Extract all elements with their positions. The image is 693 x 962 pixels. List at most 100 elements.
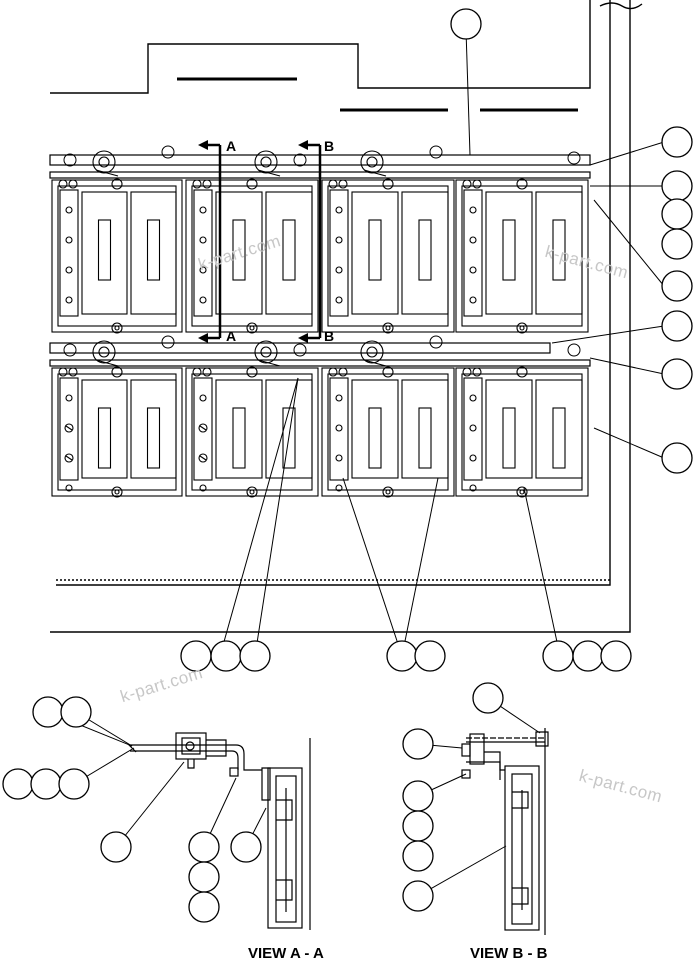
unit-outer [455, 367, 589, 497]
unit-outer [51, 179, 183, 333]
callout-bubble [230, 831, 262, 863]
callout-bubble [188, 891, 220, 923]
view-a-a-label: VIEW A - A [248, 945, 324, 962]
callout-bubble [600, 640, 632, 672]
hole-icon [335, 424, 343, 432]
hole-icon [199, 296, 207, 304]
callout-bubble [661, 170, 693, 202]
relay-unit [455, 178, 589, 334]
callout-bubble [58, 768, 90, 800]
bottom-screw-icon [111, 486, 123, 498]
section-a-label-bottom: A [226, 328, 237, 344]
top-screw-icon [382, 366, 394, 378]
bottom-screw-hub [249, 489, 255, 495]
terminal-icon [192, 367, 202, 377]
hole-icon [469, 484, 477, 492]
relay-window [97, 407, 112, 469]
leader-line [401, 477, 439, 657]
bracket [193, 189, 213, 317]
clamp-ring [254, 150, 278, 174]
leader-line [593, 427, 665, 459]
screw-slot [65, 455, 73, 461]
cable-clamp [254, 340, 281, 367]
clamp-ring [92, 150, 116, 174]
bottom-screw-icon [246, 486, 258, 498]
hole-icon [469, 394, 477, 402]
callout-bubble [188, 861, 220, 893]
section-b-label-bottom: B [324, 328, 335, 344]
bottom-screw-icon [382, 486, 394, 498]
relay-window [552, 219, 566, 281]
section-arrows [204, 143, 322, 340]
post-cap-icon [63, 153, 77, 167]
post-cap-icon [293, 343, 307, 357]
bracket [463, 189, 483, 317]
relay-unit [51, 178, 183, 334]
hole-icon [65, 236, 73, 244]
callout-bubble [472, 682, 504, 714]
hole-icon [199, 266, 207, 274]
clamp-core [98, 346, 110, 358]
cable-clamp [254, 150, 281, 177]
bottom-screw-hub [114, 325, 120, 331]
clamp-core [366, 346, 378, 358]
relay-body [130, 191, 177, 315]
hole-icon [469, 206, 477, 214]
hole-icon [199, 484, 207, 492]
clamp-ring [360, 150, 384, 174]
clamp-ring [92, 340, 116, 364]
terminal-icon [472, 179, 482, 189]
post-cap-icon [567, 343, 581, 357]
unit-outer [321, 179, 455, 333]
bottom-screw-hub [114, 489, 120, 495]
callout-bubble [661, 198, 693, 230]
relay-window [418, 407, 432, 469]
callout-bubble [402, 780, 434, 812]
unit-outer [185, 367, 319, 497]
terminal-icon [338, 179, 348, 189]
bottom-screw-icon [516, 486, 528, 498]
callout-bubble [60, 696, 92, 728]
top-screw-icon [111, 178, 123, 190]
unit-outer [321, 367, 455, 497]
callout-bubble [414, 640, 446, 672]
hole-icon [469, 454, 477, 462]
relay-body [485, 191, 533, 315]
hole-icon [469, 296, 477, 304]
terminal-icon [472, 367, 482, 377]
bottom-screw-icon [516, 322, 528, 334]
relay-body [265, 379, 313, 479]
view-b-b-label: VIEW B - B [470, 945, 548, 962]
callout-bubble [661, 358, 693, 390]
clamp-ring [254, 340, 278, 364]
top-screw-icon [516, 366, 528, 378]
hole-icon [469, 424, 477, 432]
relay-body [351, 191, 399, 315]
clamp-core [260, 156, 272, 168]
bracket [329, 377, 349, 481]
clamp-tail [95, 169, 119, 177]
bottom-screw-icon [246, 322, 258, 334]
hole-icon [65, 266, 73, 274]
top-screw-icon [382, 178, 394, 190]
screw-icon [198, 423, 208, 433]
relay-window [232, 407, 246, 469]
post-cap-icon [161, 335, 175, 349]
bracket [463, 377, 483, 481]
leader-line [589, 141, 665, 166]
leader-line [589, 357, 665, 375]
callout-bubble [542, 640, 574, 672]
post-cap-icon [429, 145, 443, 159]
hole-icon [199, 394, 207, 402]
relay-window [232, 219, 246, 281]
relay-body [265, 191, 313, 315]
unit-inner [57, 185, 177, 327]
callout-bubble [2, 768, 34, 800]
unit-outer [51, 367, 183, 497]
clamp-tail [363, 359, 387, 367]
callout-bubble [100, 831, 132, 863]
callout-bubble [210, 640, 242, 672]
post-cap-icon [429, 335, 443, 349]
section-b-label-top: B [324, 138, 335, 154]
relay-window [502, 219, 516, 281]
